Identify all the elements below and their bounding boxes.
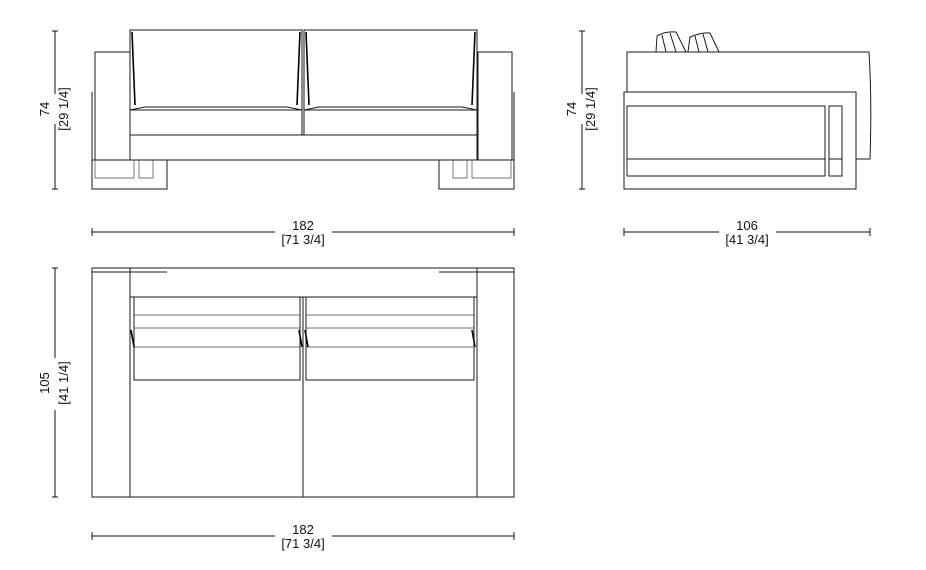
- side-height-dimension-line: [579, 30, 585, 190]
- back-cushion-left: [129, 29, 303, 111]
- side-view: 74 [29 1/4] 106 [41 3/4]: [564, 30, 872, 247]
- front-width-in: [71 3/4]: [281, 232, 324, 247]
- seat-cushion-left: [129, 109, 303, 136]
- side-depth-dimension-line: [623, 228, 871, 236]
- top-view: 105 [41 1/4] 182 [71 3/4]: [37, 267, 515, 551]
- side-height-in: [29 1/4]: [583, 87, 598, 130]
- pillow-2: [687, 32, 720, 53]
- front-height-in: [29 1/4]: [56, 87, 71, 130]
- side-frame-outer: [623, 91, 857, 190]
- sofa-back-profile: [626, 51, 872, 160]
- side-leg: [828, 105, 843, 177]
- front-height-cm: 74: [37, 102, 52, 116]
- top-depth-in: [41 1/4]: [56, 361, 71, 404]
- top-width-dimension-line: [91, 532, 515, 540]
- top-width-in: [71 3/4]: [281, 536, 324, 551]
- seat-cushion-right: [303, 109, 478, 136]
- top-back-cushion-right: [305, 296, 475, 381]
- left-foot: [91, 159, 168, 190]
- top-arms: [92, 268, 514, 497]
- front-width-dimension-line: [91, 228, 515, 236]
- top-cushion-lines: [134, 314, 474, 348]
- side-height-cm: 74: [564, 102, 579, 116]
- front-height-dimension-line: [52, 30, 58, 190]
- sofa-base: [129, 134, 478, 161]
- front-width-cm: 182: [292, 218, 314, 233]
- top-cushion-edges: [130, 329, 476, 348]
- back-cushion-edges: [131, 31, 476, 106]
- right-foot-detail: [452, 160, 512, 179]
- left-foot-detail: [94, 160, 154, 179]
- side-frame-inner: [626, 105, 826, 177]
- top-back-cushion-left: [133, 296, 301, 381]
- front-view: 74 [29 1/4] 182 [71 3/4]: [37, 29, 515, 247]
- pillow-1: [655, 31, 687, 53]
- back-cushion-right: [303, 29, 478, 111]
- left-arm: [94, 51, 131, 161]
- top-width-cm: 182: [292, 522, 314, 537]
- seat-cushion-tops: [129, 106, 478, 111]
- side-depth-in: [41 3/4]: [725, 232, 768, 247]
- side-depth-cm: 106: [736, 218, 758, 233]
- top-depth-cm: 105: [37, 372, 52, 394]
- right-arm: [477, 51, 513, 161]
- top-depth-dimension-line: [52, 267, 58, 498]
- right-foot: [438, 159, 515, 190]
